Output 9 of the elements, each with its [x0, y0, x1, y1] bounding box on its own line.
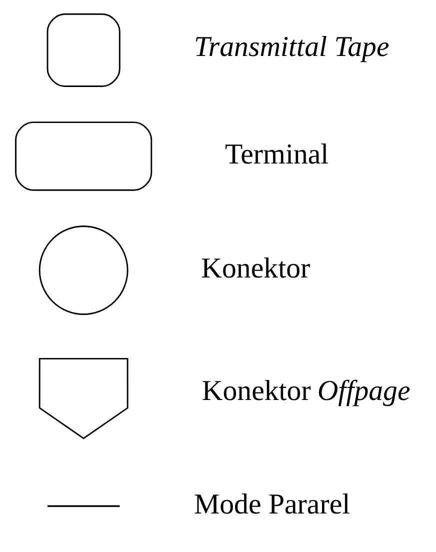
node-oval [14, 122, 152, 191]
node-label: Terminal [224, 138, 328, 170]
node-label: Mode Pararel [193, 488, 350, 520]
node-pentagon [38, 358, 128, 440]
node-tape [46, 13, 120, 87]
node-label: Konektor [200, 252, 310, 284]
node-circle [38, 226, 128, 315]
node-label: Transmittal Tape [193, 30, 389, 63]
node-label: Konektor Offpage [201, 375, 410, 408]
